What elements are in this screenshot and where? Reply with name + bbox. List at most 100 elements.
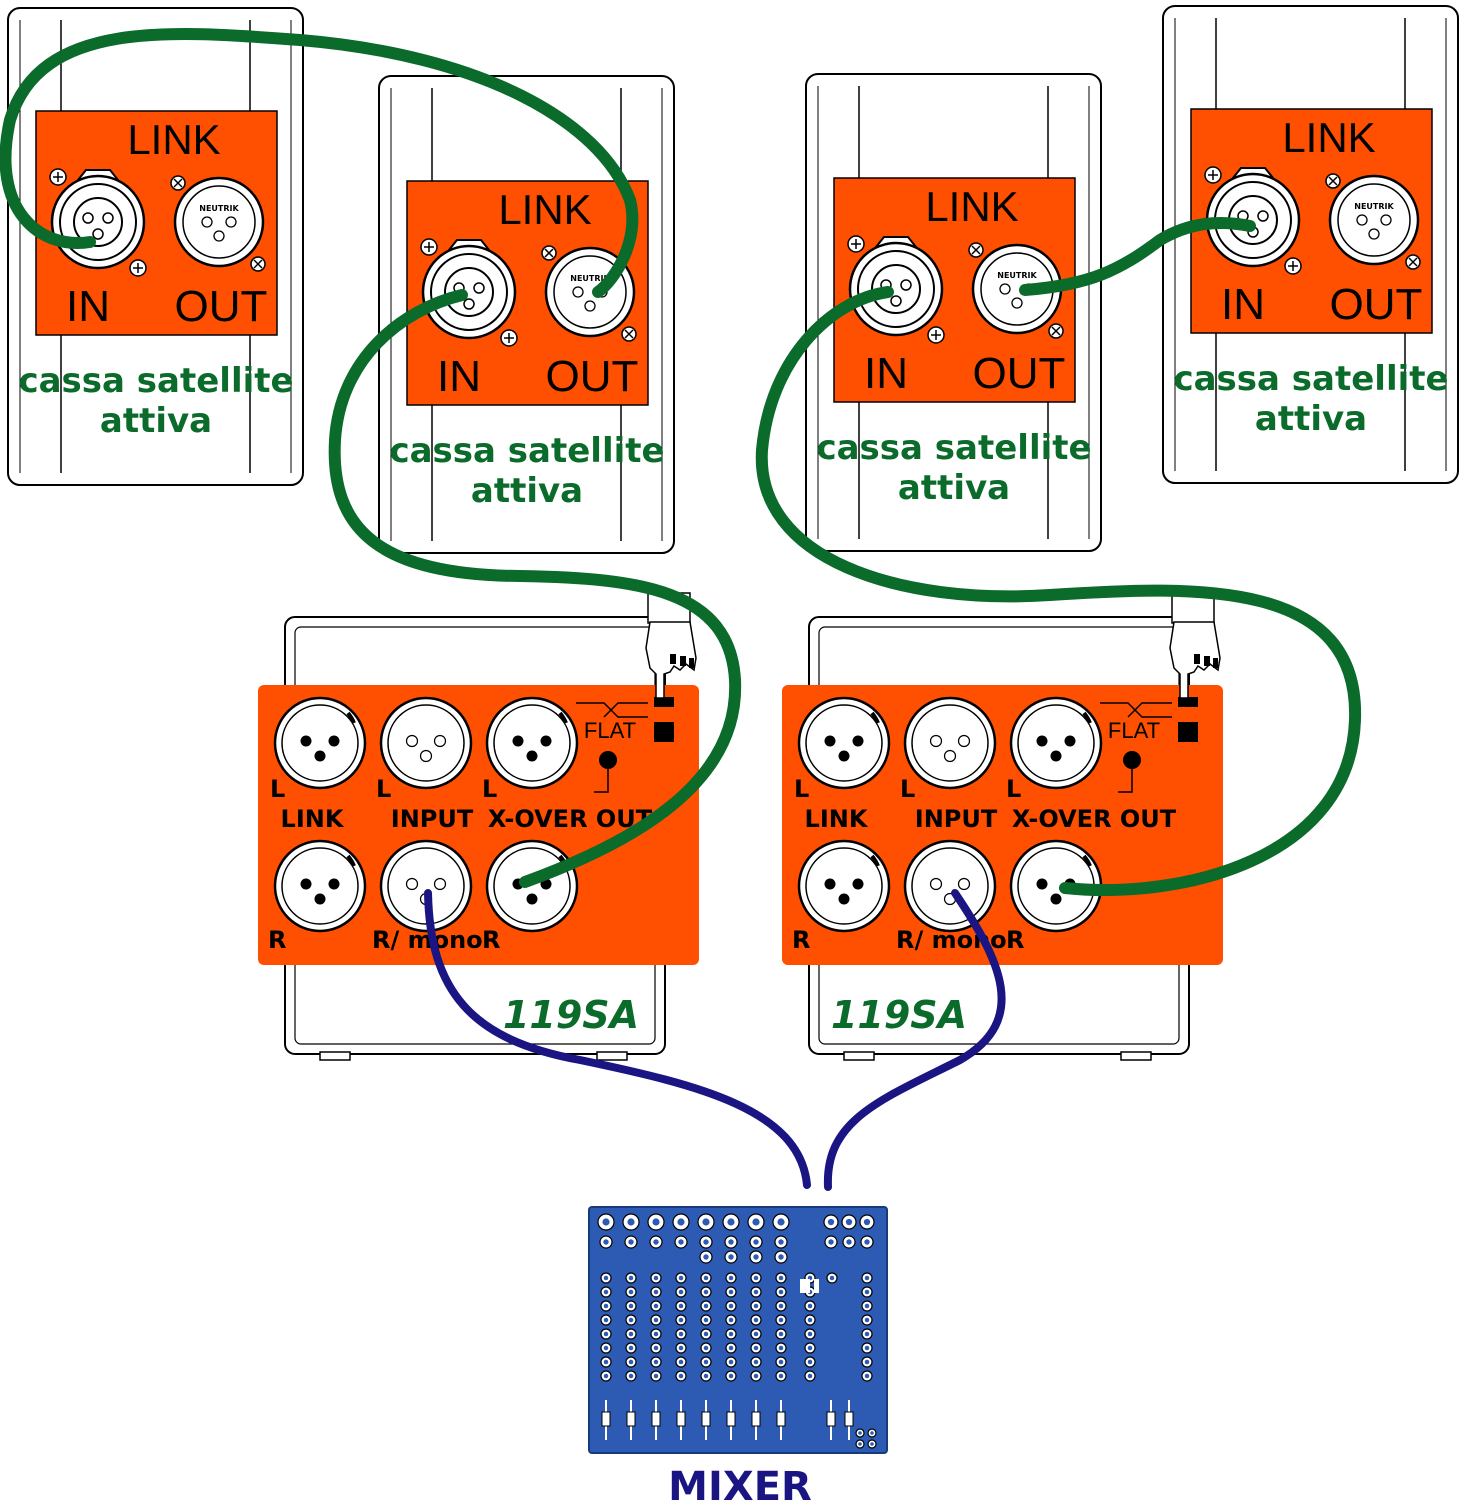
mixer-controls bbox=[597, 1213, 877, 1449]
screw-icon bbox=[968, 242, 984, 258]
flat-label: FLAT bbox=[584, 718, 636, 743]
screw-icon bbox=[1405, 254, 1421, 270]
model-label: 119SA bbox=[831, 993, 967, 1037]
input-label: INPUT bbox=[391, 805, 474, 833]
fader-icon bbox=[751, 1411, 761, 1427]
screw-icon bbox=[1204, 166, 1222, 184]
fader-icon bbox=[651, 1411, 661, 1427]
screw-icon bbox=[621, 326, 637, 342]
screw-icon bbox=[500, 329, 518, 347]
speaker-caption: cassa satellite bbox=[1173, 359, 1448, 399]
xlr-male-icon bbox=[273, 696, 367, 790]
link-label: LINK bbox=[281, 805, 345, 833]
flat-switch-icon[interactable] bbox=[654, 697, 674, 707]
out-label: OUT bbox=[175, 282, 268, 331]
green-cable-link-1 bbox=[0, 27, 639, 298]
xover-out-label: X-OVER OUT bbox=[488, 805, 653, 833]
link-label: LINK bbox=[925, 183, 1018, 230]
neutrik-logo: NEUTRIK bbox=[199, 204, 239, 213]
mixer-label: MIXER bbox=[668, 1464, 812, 1506]
speaker-caption: cassa satellite bbox=[18, 361, 293, 401]
r-label: R bbox=[792, 926, 810, 954]
flat-label: FLAT bbox=[1108, 718, 1160, 743]
screw-icon bbox=[250, 256, 266, 272]
mixer: MIXER bbox=[588, 1206, 888, 1506]
xover-out-label: X-OVER OUT bbox=[1012, 805, 1177, 833]
l-label: L bbox=[900, 775, 915, 803]
neutrik-logo: NEUTRIK bbox=[997, 271, 1037, 280]
xlr-female-icon bbox=[903, 696, 997, 790]
neutrik-logo: NEUTRIK bbox=[1354, 202, 1394, 211]
flat-switch-icon[interactable] bbox=[1178, 697, 1198, 707]
screw-icon bbox=[129, 259, 147, 277]
screw-icon bbox=[49, 168, 67, 186]
in-label: IN bbox=[66, 282, 110, 331]
l-label: L bbox=[1006, 775, 1021, 803]
screw-icon bbox=[170, 175, 186, 191]
xlr-male-icon bbox=[273, 839, 367, 933]
xlr-male-icon bbox=[485, 839, 579, 933]
green-cable-feed-2 bbox=[755, 286, 1362, 896]
screw-icon bbox=[1284, 257, 1302, 275]
link-label: LINK bbox=[127, 116, 220, 163]
fader-icon bbox=[844, 1411, 854, 1427]
link-label: LINK bbox=[498, 186, 591, 233]
xlr-male-icon bbox=[1328, 174, 1420, 266]
r-label: R bbox=[482, 926, 500, 954]
screw-icon bbox=[1048, 323, 1064, 339]
speaker-caption-2: attiva bbox=[471, 471, 583, 511]
xlr-female-icon bbox=[379, 696, 473, 790]
out-label: OUT bbox=[546, 352, 639, 401]
r-label: R bbox=[268, 926, 286, 954]
screw-icon bbox=[927, 326, 945, 344]
cables bbox=[0, 27, 1362, 1191]
input-label: INPUT bbox=[915, 805, 998, 833]
green-cable-link-2 bbox=[1019, 216, 1256, 296]
fader-icon bbox=[701, 1411, 711, 1427]
out-label: OUT bbox=[1330, 280, 1423, 329]
xlr-female-icon bbox=[903, 839, 997, 933]
flat-indicator bbox=[599, 751, 617, 769]
r-label: R bbox=[1006, 926, 1024, 954]
screw-icon bbox=[847, 235, 865, 253]
sub-panel bbox=[258, 685, 699, 965]
speaker-caption: cassa satellite bbox=[816, 428, 1091, 468]
model-label: 119SA bbox=[503, 993, 639, 1037]
xlr-male-icon bbox=[485, 696, 579, 790]
flat-switch-icon[interactable] bbox=[654, 722, 674, 742]
xlr-male-icon bbox=[1009, 696, 1103, 790]
link-label: LINK bbox=[805, 805, 869, 833]
l-label: L bbox=[482, 775, 497, 803]
speaker-caption: cassa satellite bbox=[389, 431, 664, 471]
fader-icon bbox=[626, 1411, 636, 1427]
screw-icon bbox=[1325, 173, 1341, 189]
speaker-caption-2: attiva bbox=[100, 401, 212, 441]
flat-switch-icon[interactable] bbox=[1178, 722, 1198, 742]
speaker-caption-2: attiva bbox=[1255, 399, 1367, 439]
out-label: OUT bbox=[973, 349, 1066, 398]
l-label: L bbox=[376, 775, 391, 803]
green-cable-feed-1 bbox=[328, 289, 742, 888]
fader-icon bbox=[676, 1411, 686, 1427]
l-label: L bbox=[794, 775, 809, 803]
fader-icon bbox=[601, 1411, 611, 1427]
flat-indicator bbox=[1123, 751, 1141, 769]
neutrik-logo: NEUTRIK bbox=[570, 274, 610, 283]
blue-cable-1 bbox=[424, 889, 811, 1189]
fader-icon bbox=[776, 1411, 786, 1427]
screw-icon bbox=[420, 238, 438, 256]
xlr-male-icon bbox=[797, 839, 891, 933]
in-label: IN bbox=[437, 352, 481, 401]
speaker-caption-2: attiva bbox=[898, 468, 1010, 508]
blue-cable-2 bbox=[823, 889, 1006, 1191]
in-label: IN bbox=[1221, 280, 1265, 329]
xlr-male-icon bbox=[797, 696, 891, 790]
in-label: IN bbox=[864, 349, 908, 398]
l-label: L bbox=[270, 775, 285, 803]
